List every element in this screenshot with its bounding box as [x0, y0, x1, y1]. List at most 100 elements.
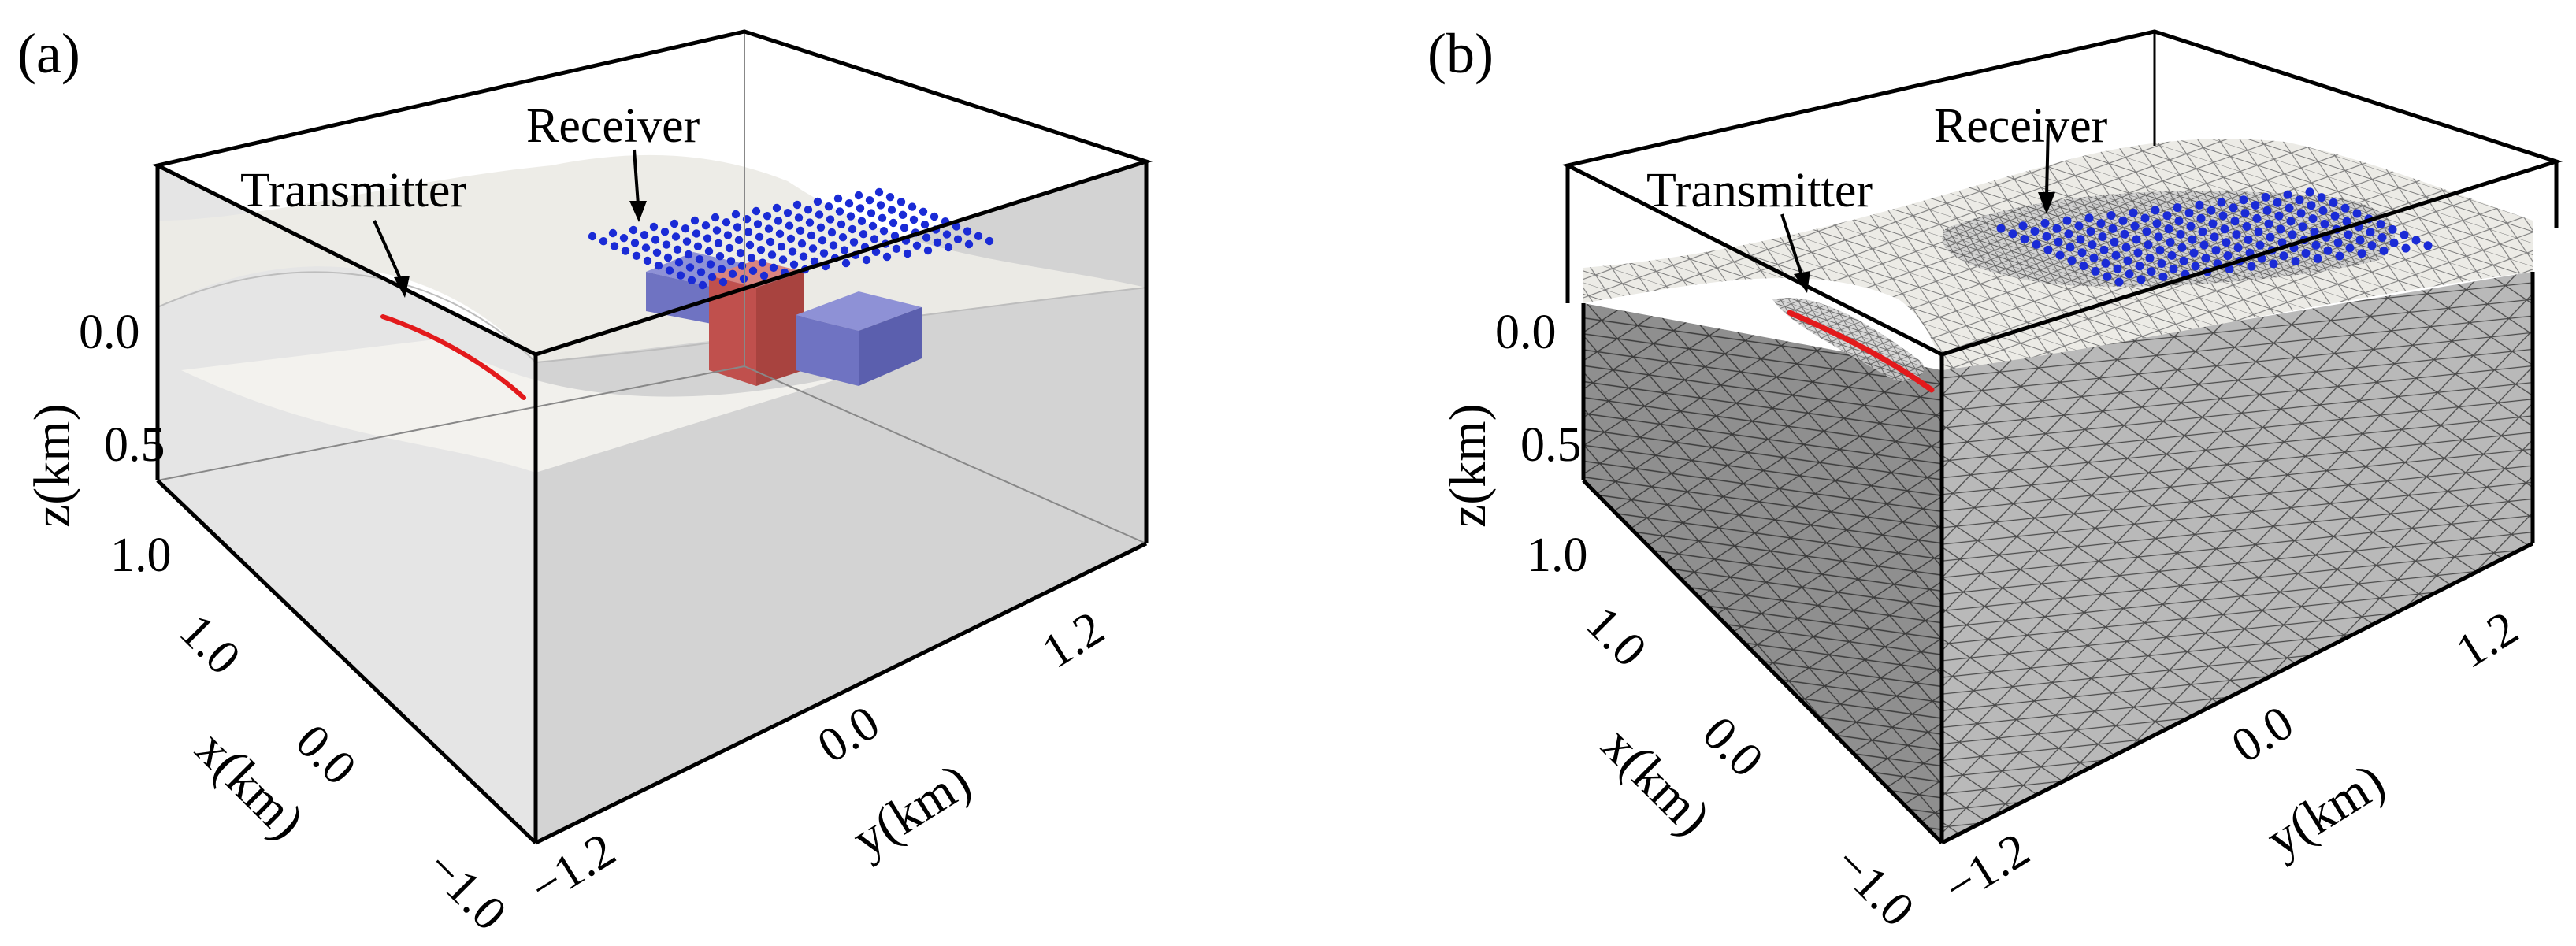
- x-tick-1-b: 0.0: [1692, 707, 1773, 788]
- receiver-point: [2266, 232, 2275, 242]
- receiver-arrow-a: [633, 149, 640, 206]
- receiver-point: [2376, 220, 2385, 229]
- receiver-point: [2079, 262, 2088, 271]
- x-tick-0-b: 1.0: [1576, 596, 1657, 677]
- receiver-point: [889, 218, 898, 228]
- receiver-point: [759, 271, 769, 280]
- receiver-point: [896, 198, 906, 206]
- receiver-point: [744, 228, 753, 236]
- y-axis-label-b: y(km): [2256, 752, 2394, 868]
- receiver-point: [786, 234, 796, 243]
- receiver-point: [701, 221, 711, 230]
- receiver-point: [2055, 250, 2065, 260]
- receiver-point: [919, 207, 928, 216]
- receiver-point: [837, 220, 846, 228]
- receiver-point: [674, 258, 684, 267]
- receiver-point: [2232, 230, 2241, 239]
- receiver-point: [870, 235, 879, 243]
- receiver-point: [2296, 209, 2306, 218]
- receiver-point: [2273, 198, 2282, 207]
- receiver-point: [2084, 213, 2094, 223]
- receiver-point: [789, 260, 799, 269]
- receiver-point: [662, 240, 671, 249]
- receiver-point: [908, 202, 917, 211]
- receiver-point: [826, 215, 835, 224]
- receiver-point: [2366, 228, 2375, 237]
- receiver-point: [792, 200, 802, 210]
- receiver-point: [900, 224, 909, 232]
- receiver-point: [2099, 245, 2109, 254]
- receiver-point: [722, 218, 731, 227]
- receiver-point: [777, 243, 786, 251]
- receiver-point: [813, 197, 822, 206]
- resistive-anomaly-right: [796, 291, 922, 386]
- receiver-point: [652, 248, 662, 257]
- receiver-point: [797, 239, 807, 248]
- receiver-point: [923, 246, 933, 255]
- receiver-point: [2145, 254, 2155, 263]
- receiver-point: [2166, 238, 2175, 247]
- receiver-point: [673, 245, 682, 254]
- receiver-point: [2135, 262, 2144, 271]
- receiver-point: [752, 206, 761, 216]
- receiver-point: [807, 231, 816, 240]
- receiver-point: [2291, 257, 2300, 266]
- receiver-point: [2184, 208, 2194, 217]
- receiver-point: [2308, 214, 2318, 224]
- receiver-point: [2298, 222, 2307, 232]
- receiver-point: [2167, 250, 2177, 260]
- receiver-point: [878, 213, 887, 222]
- box-back-left-face: [158, 165, 536, 843]
- receiver-point: [775, 229, 785, 238]
- receiver-point: [687, 276, 696, 284]
- mesh-right-face: [1942, 272, 2533, 843]
- receiver-point: [755, 232, 764, 241]
- receiver-point: [2352, 209, 2362, 218]
- receiver-point: [2310, 228, 2319, 236]
- receiver-point: [865, 196, 874, 205]
- receiver-point: [660, 228, 670, 236]
- receiver-point: [2335, 251, 2344, 261]
- receiver-point: [2388, 224, 2397, 234]
- receiver-point: [819, 249, 829, 258]
- receiver-point: [2062, 216, 2072, 225]
- receiver-point: [833, 194, 843, 203]
- receiver-point: [2330, 211, 2340, 221]
- z-axis-label-b: z(km): [1439, 403, 1497, 528]
- receiver-point: [2261, 192, 2270, 202]
- receiver-point: [763, 212, 772, 221]
- receiver-point: [599, 237, 608, 246]
- receiver-point: [2252, 213, 2262, 223]
- receiver-point: [731, 210, 741, 219]
- receiver-point: [898, 210, 908, 219]
- receiver-point: [2089, 254, 2099, 262]
- receiver-point: [2086, 227, 2095, 236]
- receiver-point: [2142, 227, 2151, 236]
- receiver-point: [815, 210, 824, 219]
- receiver-point: [2151, 206, 2160, 215]
- y-tick-2: 1.2: [1033, 601, 1113, 679]
- receiver-point: [2098, 232, 2107, 241]
- receiver-point: [810, 257, 819, 265]
- receiver-point: [718, 277, 728, 287]
- receiver-point: [944, 243, 953, 252]
- z-tick-1: 0.5: [104, 418, 165, 472]
- z-tick-2: 1.0: [110, 529, 172, 582]
- receiver-point: [920, 221, 930, 229]
- z-tick-0: 0.0: [79, 306, 140, 359]
- receiver-point: [868, 221, 878, 231]
- receiver-point: [766, 237, 775, 247]
- receiver-point: [640, 231, 649, 239]
- receiver-point: [794, 213, 804, 222]
- receiver-point: [681, 224, 690, 233]
- receiver-point: [2064, 229, 2073, 239]
- receiver-point: [2377, 233, 2387, 242]
- receiver-point: [2320, 219, 2329, 228]
- receiver-point: [2130, 221, 2140, 231]
- receiver-point: [2277, 238, 2287, 247]
- receiver-point: [2389, 238, 2399, 247]
- receiver-point: [2106, 211, 2116, 220]
- receiver-point: [2288, 230, 2297, 239]
- receiver-point: [2174, 217, 2184, 225]
- receiver-point: [2240, 209, 2250, 218]
